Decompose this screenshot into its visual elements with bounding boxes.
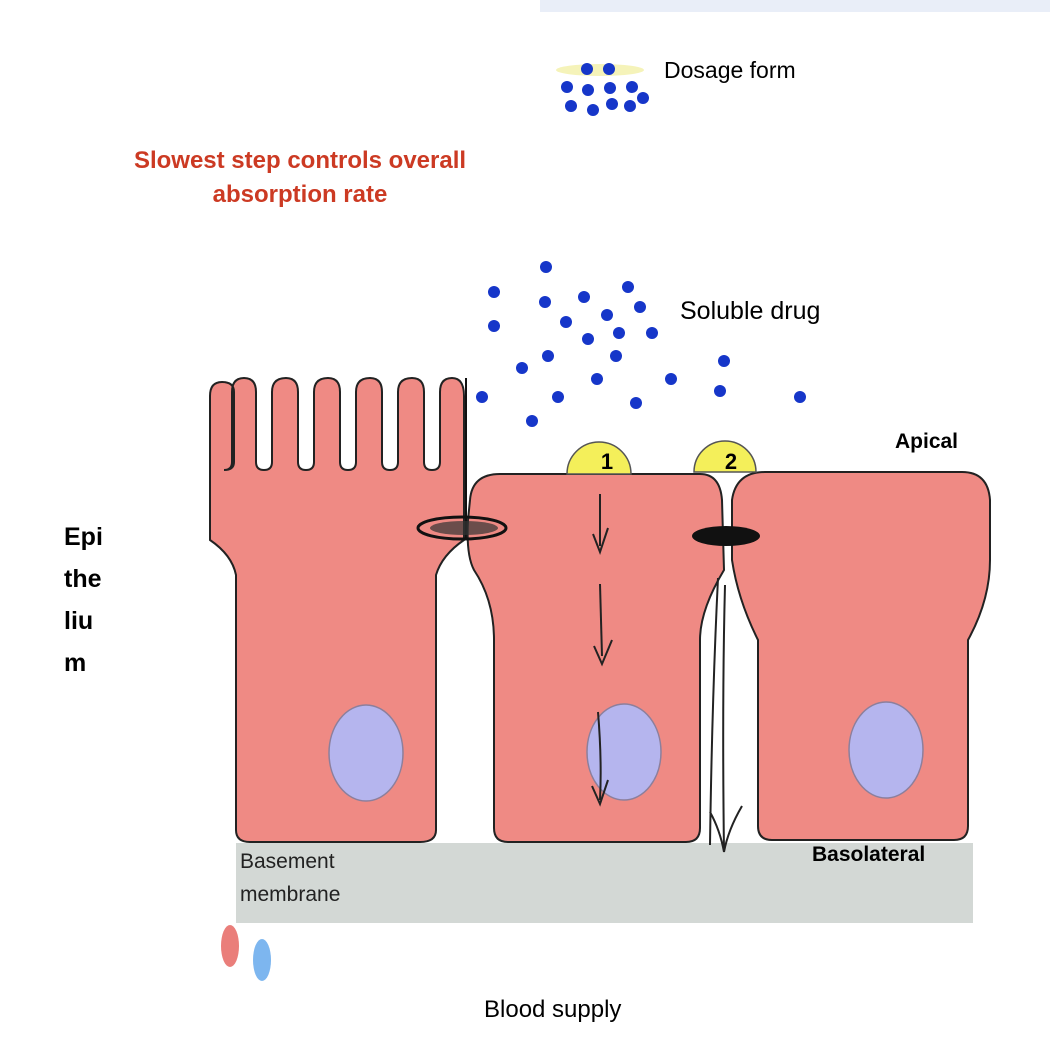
drug-particle <box>488 320 500 332</box>
soluble-drug-label: Soluble drug <box>680 297 821 325</box>
route-marker-2: 2 <box>693 440 757 474</box>
nucleus-2 <box>586 703 662 801</box>
rate-limiting-note-line2: absorption rate <box>212 181 388 208</box>
drug-particle <box>516 362 528 374</box>
top-banner <box>540 0 1050 12</box>
drug-particle <box>582 333 594 345</box>
epithelium-line-3: liu <box>64 607 94 635</box>
drug-particle <box>646 327 658 339</box>
soluble-drug-particles <box>476 261 806 427</box>
cell-with-microvilli <box>209 376 465 843</box>
drug-particle <box>630 397 642 409</box>
drug-particle <box>540 261 552 273</box>
drug-particle <box>634 301 646 313</box>
drug-particle <box>601 309 613 321</box>
nuclei-group <box>328 701 924 802</box>
red-blood-cell <box>221 925 239 967</box>
dosage-particle <box>604 82 616 94</box>
dosage-form-particles <box>561 63 649 116</box>
drug-particle <box>488 286 500 298</box>
drug-particle <box>476 391 488 403</box>
drug-particle <box>526 415 538 427</box>
basement-membrane-line2: membrane <box>240 883 341 906</box>
paracellular-arrow <box>709 577 743 853</box>
drug-particle <box>578 291 590 303</box>
dosage-form-base <box>556 64 644 76</box>
blood-supply-label: Blood supply <box>484 996 622 1023</box>
drug-particle <box>665 373 677 385</box>
dosage-particle <box>581 63 593 75</box>
nucleus-3 <box>848 701 924 799</box>
tight-junction-left <box>416 515 508 541</box>
route-number-2: 2 <box>725 449 737 474</box>
epithelium-label: Epi the liu m <box>64 516 103 684</box>
transcellular-arrow <box>591 494 613 807</box>
drug-particle <box>552 391 564 403</box>
drug-particle <box>539 296 551 308</box>
drug-particle <box>714 385 726 397</box>
epithelium-line-4: m <box>64 649 87 677</box>
nucleus-1 <box>328 704 404 802</box>
dosage-particle <box>606 98 618 110</box>
drug-particle <box>794 391 806 403</box>
tight-junction-left-inner <box>430 521 498 535</box>
dosage-particle <box>582 84 594 96</box>
dosage-particle <box>624 100 636 112</box>
epithelium-line-1: Epi <box>64 523 103 551</box>
dosage-particle <box>603 63 615 75</box>
drug-particle <box>613 327 625 339</box>
drug-particle <box>610 350 622 362</box>
dosage-particle <box>587 104 599 116</box>
route-marker-1: 1 <box>566 441 632 475</box>
basolateral-label: Basolateral <box>812 843 926 866</box>
drug-particle <box>591 373 603 385</box>
dosage-particle <box>565 100 577 112</box>
drug-particle <box>622 281 634 293</box>
dosage-particle <box>626 81 638 93</box>
drug-particle <box>718 355 730 367</box>
tight-junction-right <box>692 526 760 546</box>
dosage-particle <box>561 81 573 93</box>
rate-limiting-note-line1: Slowest step controls overall <box>133 147 467 174</box>
blue-blood-cell <box>253 939 271 981</box>
basement-membrane-band <box>236 843 973 923</box>
rate-limiting-note: Slowest step controls overall absorption… <box>70 144 530 212</box>
basement-membrane-line1: Basement <box>240 850 335 873</box>
basement-membrane-label: Basement membrane <box>240 845 340 911</box>
dosage-particle <box>637 92 649 104</box>
drug-particle <box>560 316 572 328</box>
drug-particle <box>542 350 554 362</box>
route-number-1: 1 <box>601 449 613 474</box>
apical-label: Apical <box>895 430 959 453</box>
right-cell <box>731 471 991 841</box>
epithelium-line-2: the <box>64 565 102 593</box>
dosage-form-label: Dosage form <box>664 57 796 83</box>
